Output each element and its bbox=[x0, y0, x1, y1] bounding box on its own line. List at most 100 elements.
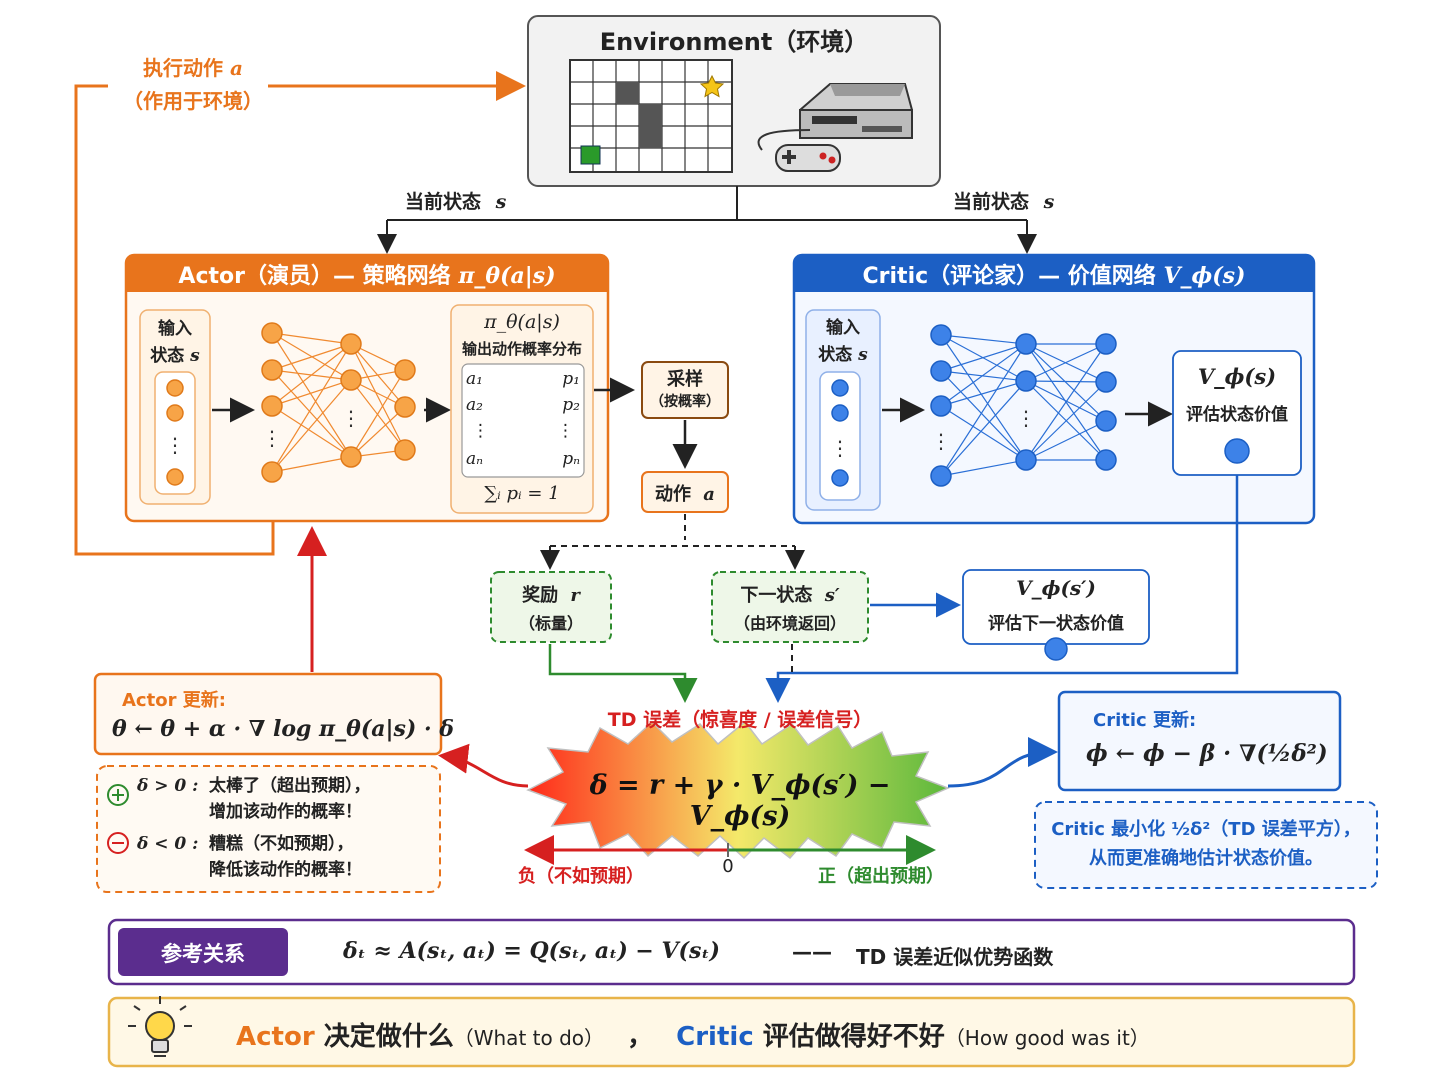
neuron-node bbox=[930, 395, 952, 417]
actor-note-cond: δ < 0 : bbox=[137, 834, 199, 854]
next-value-caption: 评估下一状态价值 bbox=[988, 614, 1124, 634]
critic-update-title: Critic 更新: bbox=[1093, 710, 1197, 731]
svg-text:⋮: ⋮ bbox=[931, 429, 951, 453]
svg-text:⋮: ⋮ bbox=[1016, 406, 1036, 430]
current-state-right: 当前状态 s bbox=[953, 187, 1054, 214]
critic-value-caption: 评估状态价值 bbox=[1186, 405, 1288, 425]
next-state-subtitle: （由环境返回） bbox=[733, 614, 846, 633]
critic-header-text: Critic（评论家）— 价值网络 bbox=[862, 264, 1156, 289]
summary-text: Actor 决定做什么（What to do） ， Critic 评估做得好不好… bbox=[236, 1016, 1150, 1053]
neuron-node bbox=[394, 439, 416, 461]
actor-update-box bbox=[93, 672, 443, 756]
action-name: aₙ bbox=[466, 449, 484, 469]
action-prob: ⋮ bbox=[557, 421, 574, 441]
td-zero-label: 0 bbox=[722, 856, 734, 877]
reward-box bbox=[490, 571, 612, 643]
action-name: a₂ bbox=[466, 395, 483, 415]
current-state-left: 当前状态 s bbox=[405, 187, 506, 214]
reference-box bbox=[107, 918, 1356, 986]
neuron-node bbox=[930, 465, 952, 487]
next-state-label: 下一状态 s′ （由环境返回） bbox=[712, 582, 868, 638]
action-label: 动作 a bbox=[642, 480, 728, 506]
neuron-node bbox=[1015, 449, 1037, 471]
td-formula: δ = r + γ · V_ϕ(s′) − V_ϕ(s) bbox=[589, 770, 891, 832]
current-state-var-left: s bbox=[495, 191, 507, 213]
sampling-title: 采样 bbox=[667, 369, 703, 390]
svg-text:⋮: ⋮ bbox=[341, 406, 361, 430]
sampling-subtitle: （按概率） bbox=[650, 394, 720, 410]
actor-neural-network: ⋮⋮ bbox=[261, 322, 416, 483]
neuron-node bbox=[930, 324, 952, 346]
critic-note-line2: 从而更准确地估计状态价值。 bbox=[1089, 848, 1323, 869]
neuron-node bbox=[340, 446, 362, 468]
summary-actor-en: （What to do） bbox=[453, 1026, 605, 1050]
actor-input-state: 状态 bbox=[150, 346, 185, 366]
neuron-node bbox=[1095, 410, 1117, 432]
critic-input-label: 输入 状态 s bbox=[806, 315, 880, 369]
reference-desc: TD 误差近似优势函数 bbox=[856, 945, 1054, 969]
execute-action-var: a bbox=[230, 56, 243, 80]
actor-note-cond: δ > 0 : bbox=[137, 776, 199, 796]
svg-text:⋮: ⋮ bbox=[165, 433, 185, 457]
neuron-node bbox=[261, 461, 283, 483]
neuron-node bbox=[1015, 333, 1037, 355]
star-icon bbox=[699, 74, 725, 98]
actor-input-text: 输入 bbox=[158, 319, 192, 339]
td-starburst bbox=[526, 720, 950, 860]
neuron-node bbox=[394, 359, 416, 381]
critic-header-math: V_ϕ(s) bbox=[1163, 263, 1246, 289]
action-label-var: a bbox=[703, 484, 715, 505]
action-label-text: 动作 bbox=[655, 484, 692, 505]
actor-update-formula: θ ← θ + α · ∇ log π_θ(a|s) · δ bbox=[112, 716, 454, 742]
neuron-node bbox=[930, 360, 952, 382]
critic-neural-network: ⋮⋮ bbox=[930, 324, 1117, 487]
critic-value-math: V_ϕ(s) bbox=[1197, 364, 1277, 389]
reward-title: 奖励 bbox=[522, 585, 559, 606]
next-state-box bbox=[711, 571, 869, 643]
actor-input-label: 输入 状态 s bbox=[140, 316, 210, 370]
next-value-math: V_ϕ(s′) bbox=[1016, 576, 1096, 600]
current-state-var-right: s bbox=[1043, 191, 1055, 213]
actor-input-state-var: s bbox=[190, 346, 200, 366]
reward-label: 奖励 r （标量） bbox=[491, 582, 611, 638]
action-row: ⋮⋮ bbox=[466, 421, 580, 449]
critic-input-state: 状态 bbox=[818, 345, 853, 365]
actor-notes-box bbox=[96, 765, 441, 893]
summary-critic-en: （How good was it） bbox=[944, 1026, 1150, 1050]
neuron-node bbox=[340, 333, 362, 355]
neuron-node bbox=[340, 369, 362, 391]
critic-header: Critic（评论家）— 价值网络 V_ϕ(s) bbox=[794, 258, 1314, 290]
svg-text:⋮: ⋮ bbox=[830, 436, 850, 460]
critic-note: Critic 最小化 ½δ²（TD 误差平方）， 从而更准确地估计状态价值。 bbox=[1035, 815, 1377, 873]
actor-policy-caption: 输出动作概率分布 bbox=[461, 340, 582, 358]
critic-note-box bbox=[1034, 801, 1378, 889]
reference-formula: δₜ ≈ A(sₜ, aₜ) = Q(sₜ, aₜ) − V(sₜ) bbox=[343, 938, 720, 964]
actor-header-text: Actor（演员）— 策略网络 bbox=[178, 264, 451, 289]
summary-box bbox=[107, 996, 1356, 1068]
summary-critic-text: 评估做得好不好 bbox=[762, 1022, 945, 1052]
neuron-node bbox=[1095, 333, 1117, 355]
execute-action-sub: （作用于环境） bbox=[123, 89, 263, 113]
minus-icon bbox=[107, 832, 129, 854]
reward-var: r bbox=[570, 585, 580, 606]
summary-actor-word: Actor bbox=[236, 1022, 315, 1052]
neuron-node bbox=[1015, 370, 1037, 392]
action-name: a₁ bbox=[466, 369, 483, 389]
td-positive-label: 正（超出预期） bbox=[818, 866, 944, 887]
reference-badge: 参考关系 bbox=[161, 942, 245, 966]
reference-dash: —— bbox=[792, 940, 832, 964]
action-name: ⋮ bbox=[472, 421, 489, 441]
current-state-text-right: 当前状态 bbox=[953, 191, 1030, 213]
neuron-node bbox=[1095, 449, 1117, 471]
execute-action-text: 执行动作 bbox=[143, 56, 224, 80]
summary-critic-word: Critic bbox=[676, 1022, 754, 1052]
summary-separator: ， bbox=[627, 1022, 654, 1052]
neuron-node bbox=[261, 322, 283, 344]
summary-actor-text: 决定做什么 bbox=[323, 1022, 454, 1052]
actor-note-negative: δ < 0 :糟糕（不如预期）， 降低该动作的概率！ bbox=[137, 831, 362, 883]
actor-update-title: Actor 更新: bbox=[122, 690, 226, 711]
environment-title: Environment（环境） bbox=[599, 28, 869, 56]
